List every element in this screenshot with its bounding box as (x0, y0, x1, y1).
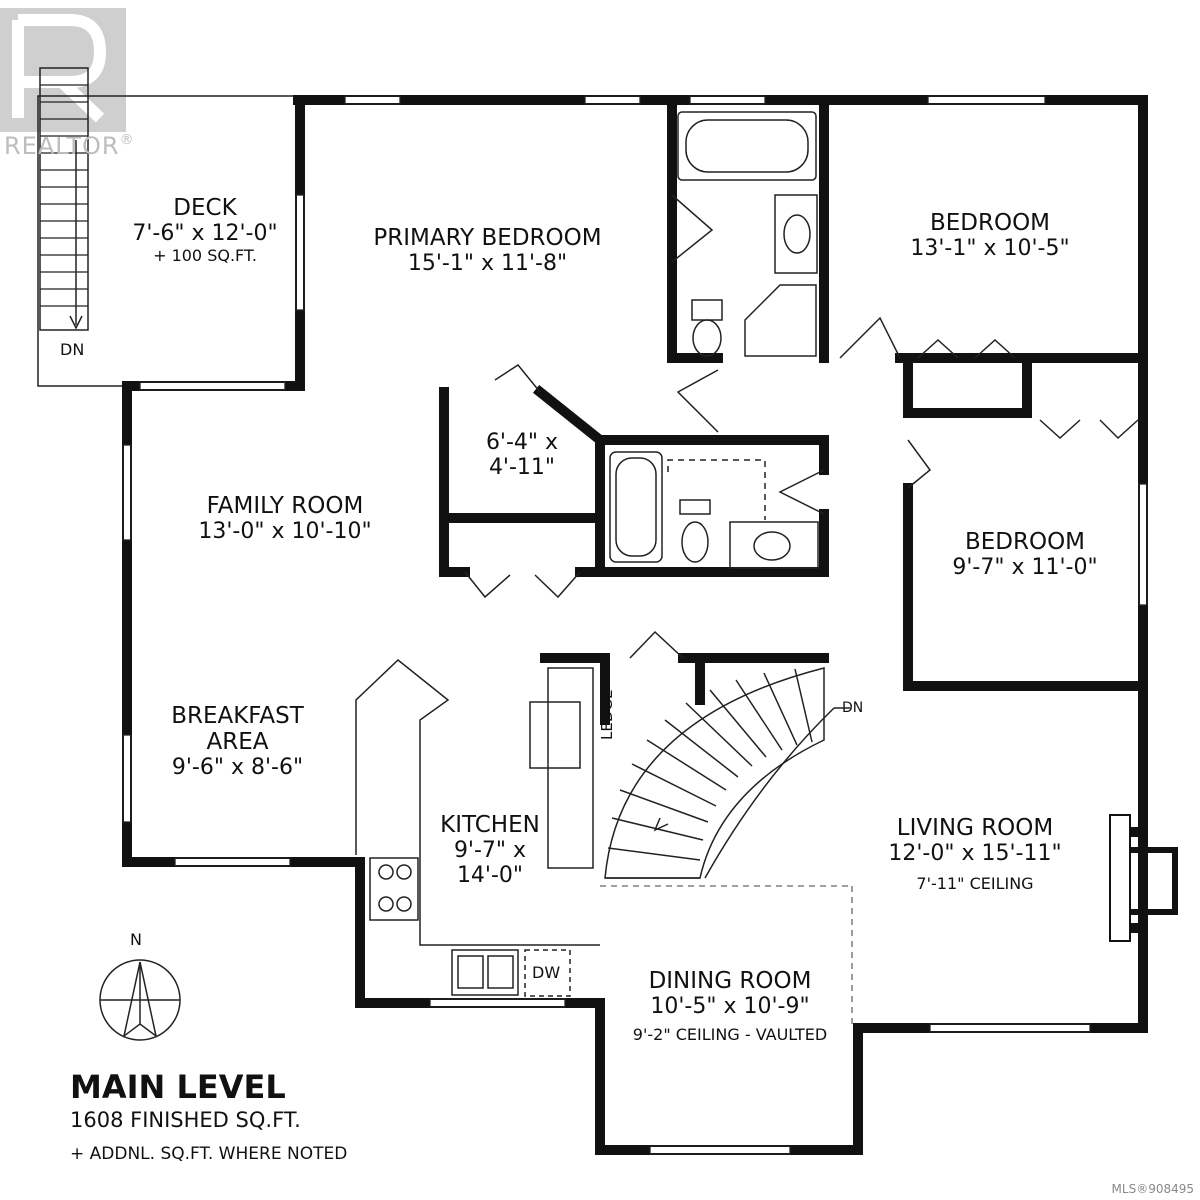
family-room-label: FAMILY ROOM 13'-0" x 10'-10" (165, 493, 405, 544)
dining-room-note: 9'-2" CEILING - VAULTED (632, 1025, 828, 1044)
legend-additional: + ADDNL. SQ.FT. WHERE NOTED (70, 1144, 348, 1164)
primary-bedroom-dims: 15'-1" x 11'-8" (407, 251, 568, 276)
bedroom-e-label: BEDROOM 9'-7" x 11'-0" (925, 529, 1125, 580)
living-room-name: LIVING ROOM (896, 815, 1054, 841)
deck-note: + 100 SQ.FT. (153, 246, 257, 265)
living-room-note: 7'-11" CEILING (916, 874, 1034, 893)
main-stairs-dn: DN (842, 700, 864, 716)
ledge-label: LEDGE (598, 689, 616, 741)
vault-outline (600, 885, 853, 1028)
deck-stairs-dn: DN (60, 340, 85, 359)
kitchen-fixtures (355, 659, 600, 997)
living-room-dims: 12'-0" x 15'-11" (888, 841, 1062, 866)
breakfast-name-1: BREAKFAST (171, 703, 304, 729)
dishwasher-label: DW (532, 963, 561, 982)
realtor-logo (0, 8, 126, 132)
bedroom-ne-name: BEDROOM (929, 210, 1051, 236)
kitchen-dims-2: 14'-0" (456, 863, 524, 888)
mls-number: MLS®908495 (1111, 1182, 1194, 1196)
kitchen-name: KITCHEN (440, 812, 540, 838)
breakfast-dims: 9'-6" x 8'-6" (171, 755, 304, 780)
living-room-label: LIVING ROOM 12'-0" x 15'-11" 7'-11" CEIL… (860, 815, 1090, 893)
window-frames (122, 95, 1148, 1155)
family-room-dims: 13'-0" x 10'-10" (198, 519, 372, 544)
dining-room-label: DINING ROOM 10'-5" x 10'-9" 9'-2" CEILIN… (605, 968, 855, 1044)
realtor-wordmark: REALTOR (4, 132, 120, 160)
realtor-watermark: REALTOR® (4, 132, 135, 160)
legend: MAIN LEVEL 1608 FINISHED SQ.FT. + ADDNL.… (70, 1068, 347, 1164)
bedroom-e-dims: 9'-7" x 11'-0" (952, 555, 1098, 580)
legend-level: MAIN LEVEL (70, 1068, 286, 1106)
bedroom-ne-dims: 13'-1" x 10'-5" (910, 236, 1070, 261)
compass-north: N (130, 930, 142, 949)
kitchen-label: KITCHEN 9'-7" x 14'-0" (425, 812, 555, 888)
windows (124, 97, 1146, 1153)
primary-bedroom-label: PRIMARY BEDROOM 15'-1" x 11'-8" (340, 225, 635, 276)
registered-mark: ® (119, 132, 135, 148)
closet-dims-1: 6'-4" x (485, 430, 559, 455)
breakfast-label: BREAKFAST AREA 9'-6" x 8'-6" (145, 703, 330, 780)
bedroom-ne-label: BEDROOM 13'-1" x 10'-5" (890, 210, 1090, 261)
legend-finished: 1608 FINISHED SQ.FT. (70, 1108, 301, 1132)
kitchen-dims-1: 9'-7" x (453, 838, 527, 863)
closet-dims-2: 4'-11" (488, 455, 556, 480)
curved-staircase (604, 667, 850, 879)
compass-icon (99, 959, 181, 1041)
bath-fixtures (609, 111, 819, 569)
primary-bedroom-name: PRIMARY BEDROOM (373, 225, 602, 251)
deck-area (37, 67, 301, 387)
deck-dims: 7'-6" x 12'-0" (132, 221, 278, 246)
deck-label: DECK 7'-6" x 12'-0" + 100 SQ.FT. (130, 195, 280, 265)
deck-name: DECK (173, 195, 237, 221)
dining-room-name: DINING ROOM (648, 968, 812, 994)
fireplace (1109, 814, 1178, 942)
bedroom-e-name: BEDROOM (964, 529, 1086, 555)
dining-room-dims: 10'-5" x 10'-9" (650, 994, 810, 1019)
doors (464, 194, 1139, 659)
family-room-name: FAMILY ROOM (206, 493, 364, 519)
closet-label: 6'-4" x 4'-11" (462, 430, 582, 480)
breakfast-name-2: AREA (206, 729, 269, 755)
